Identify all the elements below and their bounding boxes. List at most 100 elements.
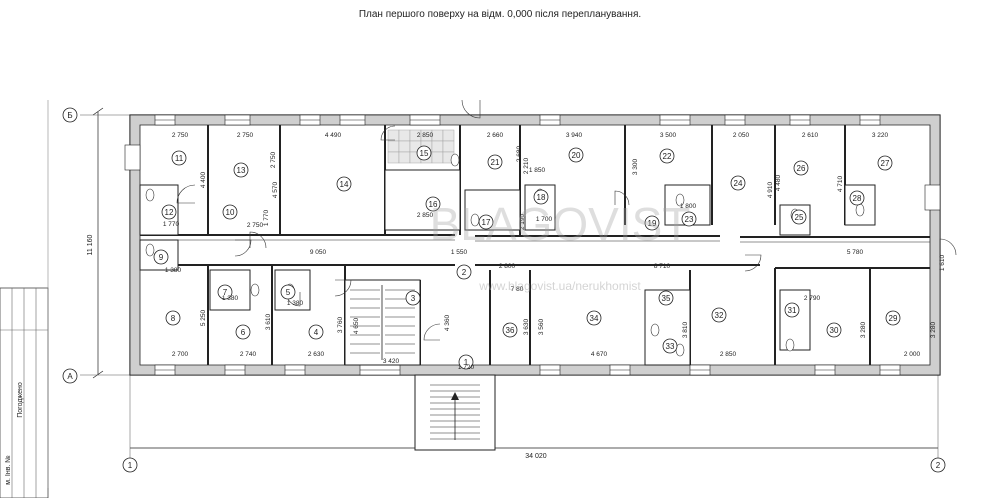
room-number-marker-31 xyxy=(784,302,800,318)
room-number-35: 35 xyxy=(662,294,671,303)
room-number-31: 31 xyxy=(788,306,797,315)
floor-tile xyxy=(431,140,444,153)
room-number-marker-34 xyxy=(586,310,602,326)
axis-label-1: 1 xyxy=(128,461,133,470)
room-number-19: 19 xyxy=(648,219,657,228)
axis-bubble-2 xyxy=(930,457,946,473)
room-number-marker-5 xyxy=(280,284,296,300)
dimension-label: 1 380 xyxy=(222,295,239,302)
tiled-room-15 xyxy=(387,129,455,164)
room-number-marker-26 xyxy=(793,160,809,176)
dimension-label: 2 790 xyxy=(804,295,821,302)
dimension-label: 2 050 xyxy=(733,132,750,139)
dimension-label: 2 850 xyxy=(720,351,737,358)
axis-bubble-b xyxy=(62,107,78,123)
door-swing xyxy=(249,231,267,249)
dimension-label: 1 610 xyxy=(939,254,946,271)
dimension-label: 2 680 xyxy=(516,145,523,162)
dimension-label: 2 740 xyxy=(240,351,257,358)
floor-tile xyxy=(398,140,411,153)
room-number-marker-9 xyxy=(153,249,169,265)
toilet-fixture xyxy=(785,338,795,352)
room-number-marker-19 xyxy=(644,215,660,231)
room-number-6: 6 xyxy=(241,328,246,337)
room-number-marker-2 xyxy=(456,264,472,280)
room-number-marker-4 xyxy=(308,324,324,340)
room-number-marker-1 xyxy=(458,354,474,370)
floor-tile xyxy=(431,129,444,142)
room-number-9: 9 xyxy=(159,253,164,262)
dimension-label: 4 650 xyxy=(353,317,360,334)
dimension-label: 2 630 xyxy=(308,351,325,358)
room-number-marker-27 xyxy=(877,155,893,171)
toilet-fixture xyxy=(675,193,685,207)
entrance-arrow-head xyxy=(451,392,459,400)
room-number-28: 28 xyxy=(853,194,862,203)
dimension-label: 2 660 xyxy=(487,132,504,139)
dimension-label: 5 250 xyxy=(200,309,207,326)
room-number-22: 22 xyxy=(663,152,672,161)
dimension-label: 3 560 xyxy=(538,318,545,335)
room-number-marker-20 xyxy=(568,147,584,163)
room-number-marker-18 xyxy=(533,189,549,205)
dimension-label: 2 000 xyxy=(904,351,921,358)
dimension-label: 1 700 xyxy=(536,216,553,223)
overall-width-label: 34 020 xyxy=(525,453,547,460)
door-swing xyxy=(423,323,441,341)
room-number-25: 25 xyxy=(795,213,804,222)
floor-tile xyxy=(387,151,400,164)
axis-label-a: А xyxy=(67,372,73,381)
room-number-36: 36 xyxy=(506,326,515,335)
axis-bubble-a xyxy=(62,368,78,384)
dimension-label: 2 750 xyxy=(247,222,264,229)
dimension-label: 2 700 xyxy=(172,351,189,358)
floor-tile xyxy=(387,140,400,153)
room-number-marker-25 xyxy=(791,209,807,225)
room-number-27: 27 xyxy=(881,159,890,168)
room-number-11: 11 xyxy=(175,154,184,163)
room-number-marker-8 xyxy=(165,310,181,326)
dimension-label: 1 770 xyxy=(263,209,270,226)
toilet-fixture xyxy=(650,323,660,337)
axis-label-2: 2 xyxy=(936,461,941,470)
room-number-13: 13 xyxy=(237,166,246,175)
overall-height-label: 11 160 xyxy=(87,234,94,255)
room-number-18: 18 xyxy=(537,193,546,202)
room-number-marker-30 xyxy=(826,322,842,338)
toilet-fixture xyxy=(145,243,155,257)
room-number-marker-36 xyxy=(502,322,518,338)
window xyxy=(924,184,941,211)
door-swing xyxy=(939,238,957,256)
dimension-label: 3 760 xyxy=(337,316,344,333)
dimension-label: 3 420 xyxy=(383,358,400,365)
dimension-label: 4 490 xyxy=(325,132,342,139)
toilet-fixture xyxy=(855,203,865,217)
dimension-label: 3 280 xyxy=(860,321,867,338)
dimension-label: 2 850 xyxy=(417,132,434,139)
room-number-marker-23 xyxy=(681,211,697,227)
watermark-logo: BLAGOVIST xyxy=(430,198,691,250)
dimension-label: 3 280 xyxy=(930,321,937,338)
room-number-marker-32 xyxy=(711,307,727,323)
dimension-label: 3 220 xyxy=(872,132,889,139)
dimension-label: 3 610 xyxy=(265,313,272,330)
room-number-marker-16 xyxy=(425,196,441,212)
stamp-label: Погоджено xyxy=(17,382,24,418)
toilet-fixture xyxy=(250,283,260,297)
door-swing xyxy=(614,190,630,206)
dimension-label: 4 910 xyxy=(767,181,774,198)
room-number-marker-29 xyxy=(885,310,901,326)
floor-tile xyxy=(431,151,444,164)
room-number-12: 12 xyxy=(165,208,174,217)
floor-tile xyxy=(442,140,455,153)
room-number-marker-15 xyxy=(416,145,432,161)
room-number-5: 5 xyxy=(286,288,291,297)
room-number-16: 16 xyxy=(429,200,438,209)
dim-tick xyxy=(92,107,104,116)
dimension-label: 1 550 xyxy=(451,249,468,256)
room-number-marker-22 xyxy=(659,148,675,164)
dimension-label: 3 810 xyxy=(682,321,689,338)
room-number-4: 4 xyxy=(314,328,319,337)
dimension-label: 1 770 xyxy=(163,221,180,228)
room-number-marker-28 xyxy=(849,190,865,206)
